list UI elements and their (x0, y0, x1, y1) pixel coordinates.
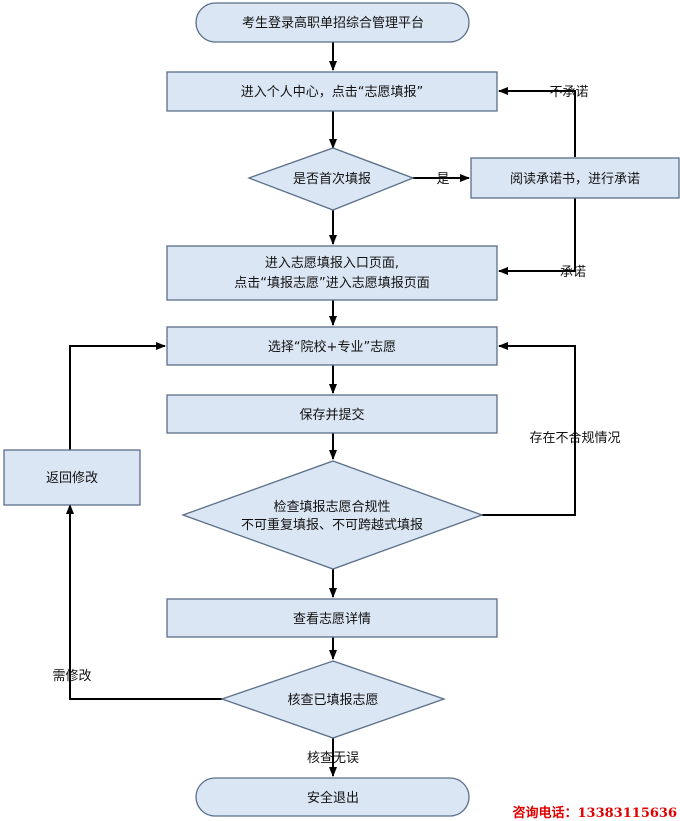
save-submit-box (166, 394, 498, 434)
edge-labels: 不承诺 是 承诺 存在不合规情况 需修改 核查无误 (52, 85, 620, 766)
not-committed-label: 不承诺 (549, 85, 588, 100)
start-label: 考生登录高职单招综合管理平台 (242, 15, 424, 31)
return-modify-box (3, 449, 141, 506)
edge-committed (498, 198, 576, 275)
choose-label: 选择“院校+专业”志愿 (268, 339, 396, 355)
compliance-decision (181, 460, 484, 570)
entry-page-label-line1: 进入志愿填报入口页面, (265, 256, 399, 271)
verify-decision (220, 660, 446, 739)
exit-terminal (195, 777, 470, 817)
choose-box (166, 326, 498, 366)
return-modify-label: 返回修改 (46, 471, 98, 486)
start-terminal (195, 2, 470, 43)
save-submit-label: 保存并提交 (299, 407, 364, 423)
first-time-label: 是否首次填报 (293, 171, 371, 187)
edge-non-compliant (482, 342, 576, 516)
committed-label: 承诺 (560, 265, 586, 280)
non-compliant-label: 存在不合规情况 (529, 431, 620, 446)
compliance-label-line1: 检查填报志愿合规性 (273, 500, 390, 515)
read-commitment-label: 阅读承诺书，进行承诺 (510, 172, 640, 187)
entry-page-box (166, 245, 498, 301)
node-labels: 考生登录高职单招综合管理平台 进入个人中心，点击“志愿填报” 是否首次填报 阅读… (46, 15, 640, 806)
verify-label: 核查已填报志愿 (287, 693, 378, 708)
personal-center-box (166, 71, 498, 112)
verified-ok-label: 核查无误 (307, 751, 359, 766)
edge-need-modify (66, 504, 222, 700)
compliance-label-line2: 不可重复填报、不可跨越式填报 (241, 517, 423, 533)
read-commitment-box (470, 157, 680, 199)
personal-center-label: 进入个人中心，点击“志愿填报” (241, 85, 423, 100)
view-detail-box (166, 598, 498, 638)
first-time-decision (247, 147, 415, 211)
connectors (66, 42, 576, 777)
exit-label: 安全退出 (307, 790, 359, 806)
nodes (3, 2, 680, 817)
edge-not-committed (498, 87, 576, 157)
edge-return-to-choose (69, 342, 166, 450)
contact-phone: 咨询电话：13383115636 (513, 805, 678, 821)
need-modify-label: 需修改 (52, 669, 91, 684)
yes-label: 是 (436, 172, 449, 187)
view-detail-label: 查看志愿详情 (293, 611, 371, 627)
entry-page-label-line2: 点击“填报志愿”进入志愿填报页面 (234, 276, 429, 291)
